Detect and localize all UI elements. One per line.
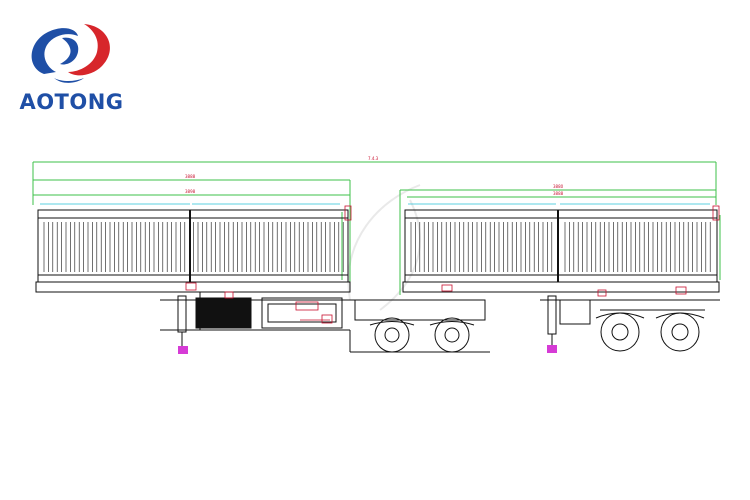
svg-text:7.4.3: 7.4.3 — [368, 156, 379, 161]
brand-logo: AOTONG — [14, 12, 129, 117]
front-cargo-body — [35, 209, 351, 293]
rear-landing-pad — [547, 345, 557, 353]
rear-axle-group — [595, 309, 705, 352]
dimension-labels: 7.4.3 3888 3898 3880 3888 — [185, 156, 564, 196]
front-landing-pad — [178, 346, 188, 354]
front-chassis — [160, 292, 470, 352]
rear-cargo-slats — [410, 222, 711, 272]
svg-text:3880: 3880 — [553, 184, 564, 189]
svg-text:3898: 3898 — [185, 189, 196, 194]
rear-chassis — [540, 295, 720, 346]
annotation-marks — [185, 205, 720, 324]
front-landing-gear — [177, 295, 187, 348]
logo-emblem-icon — [31, 24, 111, 83]
svg-text:3888: 3888 — [553, 191, 564, 196]
brand-name: AOTONG — [19, 90, 124, 114]
svg-text:3888: 3888 — [185, 174, 196, 179]
middle-axle-group — [350, 299, 490, 353]
overall-dimensions — [32, 161, 721, 295]
rear-cargo-body — [402, 209, 720, 293]
front-cargo-slats — [43, 222, 344, 272]
